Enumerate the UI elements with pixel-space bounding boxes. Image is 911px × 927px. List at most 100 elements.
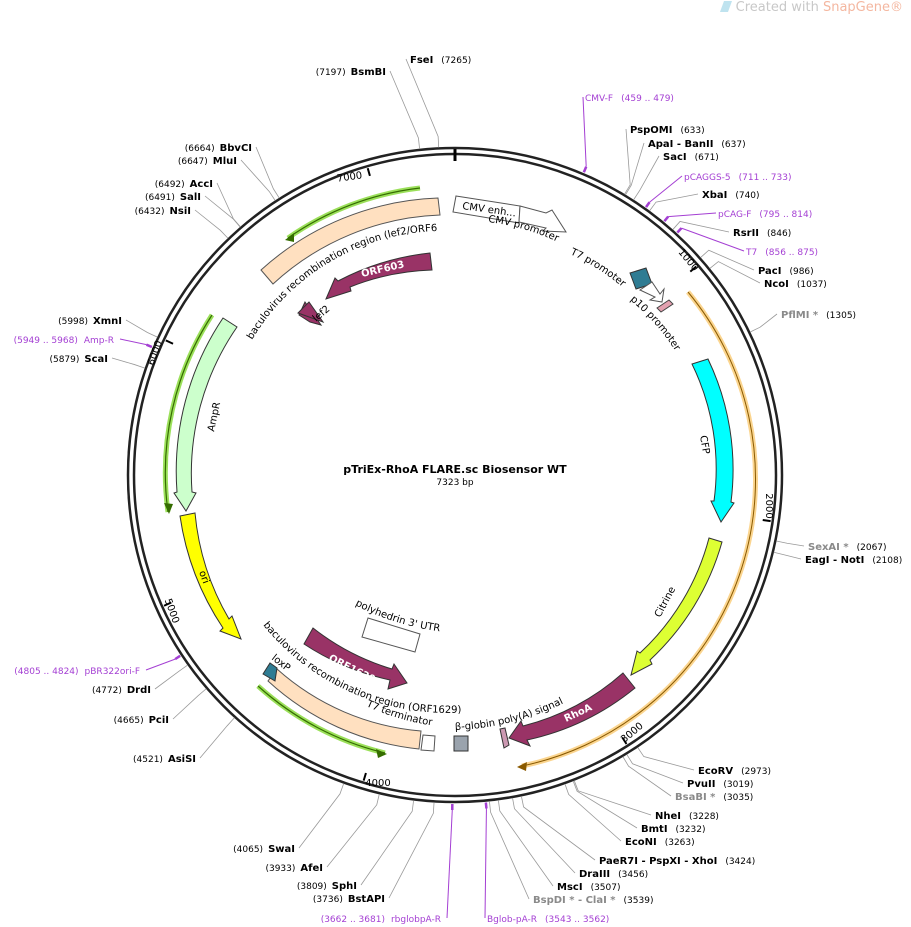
feature-citrine[interactable]: [630, 537, 723, 676]
site-fsei[interactable]: FseI(7265): [405, 55, 471, 148]
site-bbvci[interactable]: BbvCI(6664): [185, 143, 280, 199]
site-pspomi[interactable]: PspOMI(633): [624, 125, 705, 195]
primer-pcag-f-mark: [663, 215, 670, 223]
primer-pcag-f[interactable]: pCAG-F(795 .. 814): [663, 210, 812, 223]
site-pflmi[interactable]: PflMI *(1305): [750, 310, 856, 333]
site-scai[interactable]: ScaI (5879): [49, 354, 146, 369]
snapgene-watermark: Created with SnapGene®: [719, 0, 903, 15]
site-afei-name: AfeI: [300, 863, 323, 874]
restriction-sites: FseI(7265)BsmBI(7197) BbvCI(6664)MluI(664…: [49, 55, 902, 906]
site-bsmbi-leader: [389, 70, 421, 149]
site-paer7i-pos: (3424): [725, 857, 755, 867]
site-draiii[interactable]: DraIII(3456): [512, 797, 649, 880]
site-bmti[interactable]: BmtI(3232): [572, 780, 705, 835]
green-arc-left-arrowhead: [164, 503, 173, 514]
primer-t7[interactable]: T7(856 .. 875): [676, 227, 818, 258]
site-pcii[interactable]: PciI(4665): [114, 688, 207, 726]
site-bspdi-name: BspDI * - ClaI *: [533, 895, 616, 906]
green-arc-top-arrowhead: [285, 233, 294, 242]
site-pvuii[interactable]: PvuII(3019): [626, 754, 754, 790]
feature-polyhedrin-utr[interactable]: [361, 617, 421, 653]
site-paci-name: PacI: [758, 266, 781, 277]
feature-orf603[interactable]: [325, 252, 433, 300]
site-bstapi[interactable]: BstAPI(3736): [313, 802, 435, 905]
feature-orf1629[interactable]: [303, 627, 408, 690]
site-msci[interactable]: MscI(3507): [497, 800, 621, 893]
site-bstapi-pos: (3736): [313, 895, 343, 905]
site-eagi[interactable]: EagI - NotI(2108): [773, 551, 902, 566]
primer-pbr322ori-f-name: pBR322ori-F: [85, 667, 140, 677]
feature-ori[interactable]: [179, 512, 242, 640]
feature-cfp[interactable]: [691, 358, 735, 523]
site-pflmi-pos: (1305): [826, 311, 856, 321]
site-econi[interactable]: EcoNI(3263): [564, 783, 695, 848]
feature-baculo-lef2[interactable]: [260, 197, 441, 285]
site-paci[interactable]: PacI(986): [700, 249, 814, 277]
site-drdi[interactable]: DrdI(4772): [92, 664, 188, 696]
site-nhei[interactable]: NheI(3228): [573, 780, 719, 822]
feature-bglobin-polya[interactable]: [499, 727, 510, 749]
site-paer7i[interactable]: PaeR7I - PspXI - XhoI(3424): [520, 796, 755, 867]
site-ecorv-pos: (2973): [741, 767, 771, 777]
primer-pbr322ori-f[interactable]: pBR322ori-F(4805 .. 4824): [14, 654, 181, 677]
site-xmni[interactable]: XmnI(5998): [58, 316, 158, 338]
site-rsrii[interactable]: RsrII(846): [672, 221, 792, 239]
site-sphi[interactable]: SphI(3809): [297, 800, 414, 892]
site-nhei-name: NheI: [655, 811, 681, 822]
site-asisi[interactable]: AsiSI(4521): [133, 717, 235, 765]
primer-cmv-f[interactable]: CMV-F(459 .. 479): [582, 94, 674, 173]
site-xbai[interactable]: XbaI(740): [649, 190, 760, 212]
site-swai-name: SwaI: [268, 844, 295, 855]
site-eagi-name: EagI - NotI: [805, 555, 864, 566]
site-saci[interactable]: SacI(671): [633, 152, 719, 201]
primer-bglob-pa-r[interactable]: Bglob-pA-R(3543 .. 3562): [484, 802, 609, 925]
site-nsii[interactable]: NsiI(6432): [135, 206, 229, 239]
site-afei[interactable]: AfeI(3933): [265, 794, 380, 874]
feature-p10-small[interactable]: [656, 299, 674, 313]
primer-rbglobpa-r-name: rbglobpA-R: [391, 915, 441, 925]
site-swai[interactable]: SwaI(4065): [233, 783, 345, 855]
site-scai-name: ScaI: [84, 354, 108, 365]
site-sali-pos: (6491): [145, 193, 175, 203]
site-apai[interactable]: ApaI - BanII(637): [625, 139, 746, 195]
primer-pcaggs-5[interactable]: pCAGGS-5(711 .. 733): [645, 173, 791, 208]
feature-p10-promoter[interactable]: [638, 281, 665, 303]
feature-lef2-arrow[interactable]: [297, 301, 325, 324]
site-mlui-pos: (6647): [178, 157, 208, 167]
feature-t7-term-box[interactable]: [453, 735, 469, 752]
primer-bglob-pa-r-leader: [484, 808, 487, 919]
site-ncoi[interactable]: NcoI(1037): [709, 261, 827, 290]
site-sali[interactable]: SalI(6491): [145, 192, 241, 228]
site-xbai-pos: (740): [735, 191, 759, 201]
feature-loxp[interactable]: [262, 662, 278, 682]
primer-pcag-f-pos: (795 .. 814): [759, 210, 812, 220]
site-sexai[interactable]: SexAI *(2067): [776, 540, 887, 553]
site-bsabi-pos: (3035): [723, 793, 753, 803]
primer-bglob-pa-r-pos: (3543 .. 3562): [545, 915, 609, 925]
primer-pbr322ori-f-mark: [174, 654, 181, 661]
feature-rhoa[interactable]: [508, 672, 636, 747]
primer-amp-r[interactable]: Amp-R(5949 .. 5968): [14, 336, 153, 349]
site-bsabi[interactable]: BsaBI *(3035): [622, 756, 753, 803]
feature-baculo-orf1629[interactable]: [267, 668, 422, 750]
site-pvuii-leader: [626, 754, 684, 784]
site-msci-pos: (3507): [591, 883, 621, 893]
site-bspdi[interactable]: BspDI * - ClaI *(3539): [489, 801, 653, 906]
site-ecorv[interactable]: EcoRV(2973): [637, 747, 771, 777]
site-mlui[interactable]: MluI(6647): [178, 156, 276, 201]
site-pcii-leader: [172, 688, 207, 720]
site-bbvci-name: BbvCI: [220, 143, 252, 154]
primer-pcag-f-leader: [668, 212, 717, 218]
site-scai-pos: (5879): [49, 355, 79, 365]
feature-t7-terminator[interactable]: [420, 734, 436, 752]
site-paci-leader: [700, 249, 755, 271]
feature-baculo-lef2-label: baculovirus recombination region (lef2/O…: [0, 0, 437, 342]
feature-cmv-enh[interactable]: [452, 195, 521, 224]
site-saci-name: SacI: [663, 152, 687, 163]
feature-ampr[interactable]: [173, 317, 238, 512]
feature-cmv-promoter[interactable]: [518, 205, 567, 233]
site-apai-pos: (637): [721, 140, 745, 150]
primer-rbglobpa-r[interactable]: rbglobpA-R(3662 .. 3681): [321, 803, 454, 925]
site-bsmbi[interactable]: BsmBI(7197): [316, 67, 421, 149]
plasmid-name: pTriEx-RhoA FLARE.sc Biosensor WT: [343, 463, 567, 476]
